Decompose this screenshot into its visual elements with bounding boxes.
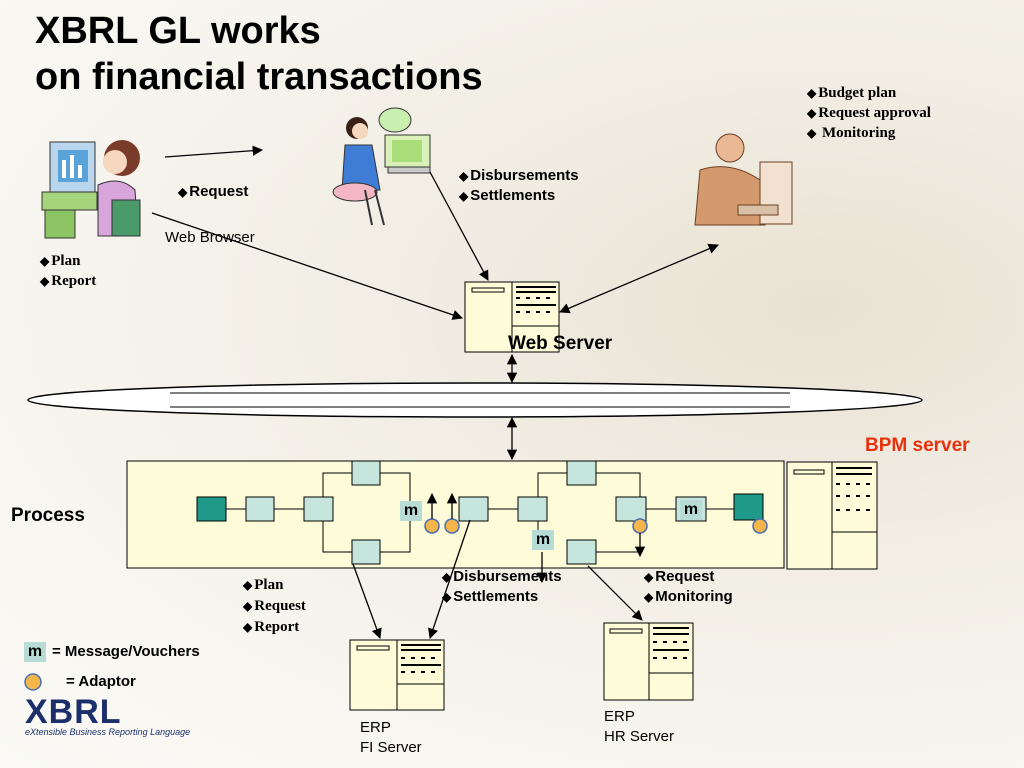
request-approval-label: ◆Request approval (807, 105, 931, 121)
erp-hr-server-icon (603, 622, 694, 701)
process-node (615, 496, 647, 522)
adaptor-icon (752, 518, 768, 534)
process-box (126, 460, 785, 569)
process-node (351, 460, 381, 486)
message-voucher-badge: m (400, 501, 422, 521)
center-disbursements-label: ◆Disbursements (459, 167, 579, 184)
web-browser-label: Web Browser (165, 229, 255, 246)
network-bus (27, 382, 923, 418)
process-node (517, 496, 548, 522)
lower-disbursements-label: ◆Disbursements (442, 568, 562, 585)
lower-request-right-label: ◆Request (644, 568, 715, 585)
message-voucher-badge: m (532, 530, 554, 550)
process-end-node (733, 493, 764, 521)
legend-message-label: = Message/Vouchers (52, 643, 200, 660)
process-node (303, 496, 334, 522)
left-request-label: ◆Request (178, 183, 249, 200)
erp-hr-label: ERP HR Server (604, 707, 674, 747)
center-settlements-label: ◆Settlements (459, 187, 556, 204)
left-report-label: ◆Report (40, 273, 97, 289)
process-node (566, 539, 597, 565)
connector-arrows (151, 145, 719, 639)
xbrl-logo: XBRL eXtensible Business Reporting Langu… (25, 693, 191, 737)
adaptor-icon (424, 518, 440, 534)
process-node (566, 460, 597, 486)
process-start-node (196, 496, 227, 522)
legend-message-badge: m (24, 642, 46, 662)
monitoring-label: ◆ Monitoring (807, 125, 896, 141)
message-voucher-badge: m (680, 500, 702, 520)
process-node (351, 539, 381, 565)
lower-report-label: ◆Report (243, 619, 300, 635)
lower-settlements-label: ◆Settlements (442, 588, 539, 605)
center-user-icon (332, 107, 431, 226)
bpm-server-icon (786, 461, 878, 570)
web-server-label: Web Server (508, 333, 613, 354)
process-node (245, 496, 275, 522)
left-user-icon (41, 140, 141, 239)
erp-fi-label-line2: FI Server (360, 739, 422, 756)
erp-fi-label-line1: ERP (360, 719, 391, 736)
adaptor-icon (444, 518, 460, 534)
right-user-icon (694, 133, 793, 226)
page-title: XBRL GL works on financial transactions (35, 8, 483, 100)
xbrl-logo-tagline: eXtensible Business Reporting Language (25, 727, 191, 737)
process-label: Process (11, 505, 85, 526)
process-node (458, 496, 489, 522)
erp-hr-label-line1: ERP (604, 708, 635, 725)
budget-plan-label: ◆Budget plan (807, 85, 897, 101)
legend-adaptor-label: = Adaptor (66, 673, 136, 690)
lower-monitoring-label: ◆Monitoring (644, 588, 733, 605)
xbrl-logo-text: XBRL (25, 693, 122, 731)
lower-request-label: ◆Request (243, 598, 306, 614)
web-server-icon (464, 281, 560, 353)
left-plan-label: ◆Plan (40, 253, 81, 269)
erp-fi-label: ERP FI Server (360, 718, 422, 758)
title-line-2: on financial transactions (35, 56, 483, 98)
lower-plan-label: ◆Plan (243, 577, 284, 593)
erp-fi-server-icon (349, 639, 445, 711)
adaptors (424, 518, 768, 534)
bpm-server-label: BPM server (865, 435, 970, 456)
adaptor-icon (632, 518, 648, 534)
title-line-1: XBRL GL works (35, 10, 321, 52)
erp-hr-label-line2: HR Server (604, 728, 675, 745)
